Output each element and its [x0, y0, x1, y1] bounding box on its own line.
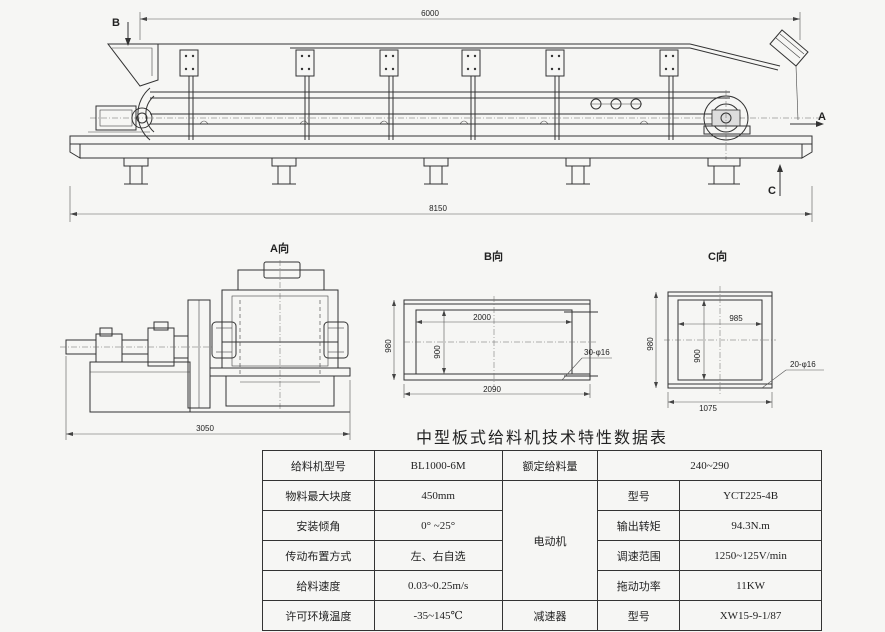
tail-sprocket [88, 87, 155, 141]
inspection-ports [590, 98, 642, 110]
table-cell: 电动机 [501, 480, 599, 601]
dim-3050-label: 3050 [196, 424, 214, 433]
table-cell: -35~145℃ [373, 600, 503, 631]
table-row: 给料机型号 BL1000-6M 额定给料量 240~290 [262, 450, 822, 481]
table-cell: 型号 [597, 600, 681, 631]
spec-table: 给料机型号 BL1000-6M 额定给料量 240~290 物料最大块度 450… [262, 450, 822, 631]
dim-6000-label: 6000 [421, 9, 439, 18]
table-cell: 11KW [679, 570, 822, 601]
view-a-marker: A [818, 111, 826, 123]
view-c-title: C向 [708, 249, 727, 263]
dim-1075-label: 1075 [699, 404, 717, 413]
view-b-title: B向 [484, 249, 503, 263]
table-cell: 1250~125V/min [679, 540, 822, 571]
table-cell: 450mm [373, 480, 503, 511]
table-cell: 减速器 [501, 600, 599, 631]
table-cell: BL1000-6M [373, 450, 503, 481]
table-row: 传动布置方式 左、右自选 调速范围 1250~125V/min [262, 540, 822, 571]
holes-c-label: 20-φ16 [790, 360, 816, 369]
table-cell: XW15-9-1/87 [679, 600, 822, 631]
table-cell: 安装倾角 [262, 510, 375, 541]
head-sprocket [703, 90, 751, 160]
view-a-title: A向 [270, 241, 289, 255]
drive-train [60, 299, 214, 413]
table-cell: 许可环境温度 [262, 600, 375, 631]
view-b-marker: B [112, 17, 120, 29]
base-legs [123, 157, 741, 185]
table-cell: 0° ~25° [373, 510, 503, 541]
view-c-discharge-plan: C向 985 1075 980 900 20-φ16 [646, 249, 824, 413]
dim-980-c-label: 980 [646, 337, 655, 351]
table-cell: YCT225-4B [679, 480, 822, 511]
holes-b-label: 30-φ16 [584, 348, 610, 357]
view-a-end-elevation: A向 [60, 241, 351, 440]
dim-8150-label: 8150 [429, 204, 447, 213]
side-elevation-view: 6000 B [69, 9, 826, 222]
dim-900-b-label: 900 [433, 345, 442, 359]
table-cell: 0.03~0.25m/s [373, 570, 503, 601]
dim-985-label: 985 [729, 314, 743, 323]
dim-980-b-label: 980 [384, 339, 393, 353]
table-cell: 传动布置方式 [262, 540, 375, 571]
table-cell: 调速范围 [597, 540, 681, 571]
view-b-hopper-plan: B向 2000 2090 980 900 30-φ16 [384, 249, 612, 398]
dim-2000-label: 2000 [473, 313, 491, 322]
table-row: 物料最大块度 450mm 电动机 型号 YCT225-4B [262, 480, 822, 601]
table-row: 许可环境温度 -35~145℃ 减速器 型号 XW15-9-1/87 [262, 600, 822, 631]
table-cell: 给料速度 [262, 570, 375, 601]
dim-2090-label: 2090 [483, 385, 501, 394]
support-brackets [179, 49, 679, 140]
table-row: 安装倾角 0° ~25° 输出转矩 94.3N.m [262, 510, 822, 541]
view-c-marker: C [768, 185, 776, 197]
table-cell: 240~290 [597, 450, 822, 481]
table-cell: 给料机型号 [262, 450, 375, 481]
dim-900-c-label: 900 [693, 349, 702, 363]
table-row: 给料速度 0.03~0.25m/s 拖动功率 11KW [262, 570, 822, 601]
table-cell: 左、右自选 [373, 540, 503, 571]
table-cell: 型号 [597, 480, 681, 511]
table-title: 中型板式给料机技术特性数据表 [415, 430, 668, 447]
table-cell: 物料最大块度 [262, 480, 375, 511]
table-cell: 94.3N.m [679, 510, 822, 541]
table-cell: 输出转矩 [597, 510, 681, 541]
table-cell: 拖动功率 [597, 570, 681, 601]
table-cell: 额定给料量 [501, 450, 599, 481]
